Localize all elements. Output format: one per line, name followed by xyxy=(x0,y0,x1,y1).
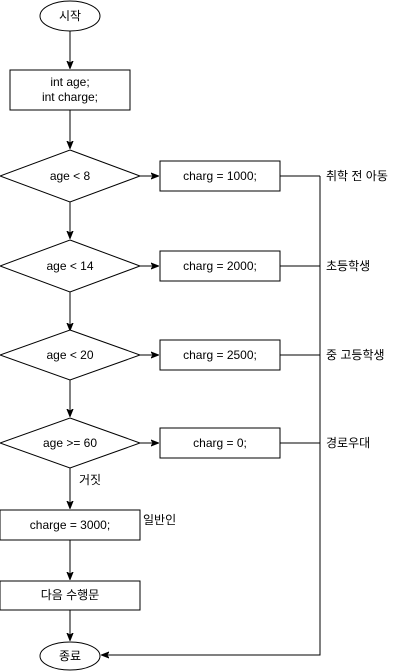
edge-collector-to-end xyxy=(102,176,321,655)
annotation-general: 일반인 xyxy=(143,513,176,527)
declare-node: int age; int charge; xyxy=(9,69,131,111)
start-label: 시작 xyxy=(59,9,81,23)
process-charge-3000: charge = 3000; xyxy=(0,509,141,541)
process-charge-0: charg = 0; xyxy=(159,427,281,459)
decision-age-lt-14-label: age < 14 xyxy=(46,259,93,273)
process-next-statement-label: 다음 수행문 xyxy=(41,587,100,602)
process-charge-1000: charg = 1000; xyxy=(159,160,281,192)
process-next-statement: 다음 수행문 xyxy=(0,580,141,611)
end-node: 종료 xyxy=(39,641,101,671)
process-charge-0-label: charg = 0; xyxy=(193,436,247,450)
end-label: 종료 xyxy=(59,649,81,663)
annotation-senior: 경로우대 xyxy=(326,436,370,450)
process-charge-1000-label: charg = 1000; xyxy=(183,169,257,183)
decision-age-lt-8-label: age < 8 xyxy=(50,169,91,183)
decision-age-lt-20-label: age < 20 xyxy=(46,348,93,362)
annotation-preschool: 취학 전 아동 xyxy=(326,169,388,183)
annotation-middle-high: 중 고등학생 xyxy=(326,348,385,362)
decision-age-lt-20: age < 20 xyxy=(0,329,142,381)
declare-line-2: int charge; xyxy=(42,90,98,104)
decision-age-lt-8: age < 8 xyxy=(0,149,142,203)
process-charge-2000: charg = 2000; xyxy=(159,250,281,282)
process-charge-2000-label: charg = 2000; xyxy=(183,259,257,273)
annotation-elementary: 초등학생 xyxy=(326,259,370,273)
start-node: 시작 xyxy=(39,0,101,32)
decision-age-ge-60: age >= 60 xyxy=(0,417,142,469)
process-charge-3000-label: charge = 3000; xyxy=(30,518,110,532)
annotation-false-branch: 거짓 xyxy=(79,473,101,487)
process-charge-2500-label: charg = 2500; xyxy=(183,348,257,362)
decision-age-ge-60-label: age >= 60 xyxy=(43,436,97,450)
process-charge-2500: charg = 2500; xyxy=(159,339,281,371)
declare-line-1: int age; xyxy=(50,75,89,89)
decision-age-lt-14: age < 14 xyxy=(0,239,142,293)
